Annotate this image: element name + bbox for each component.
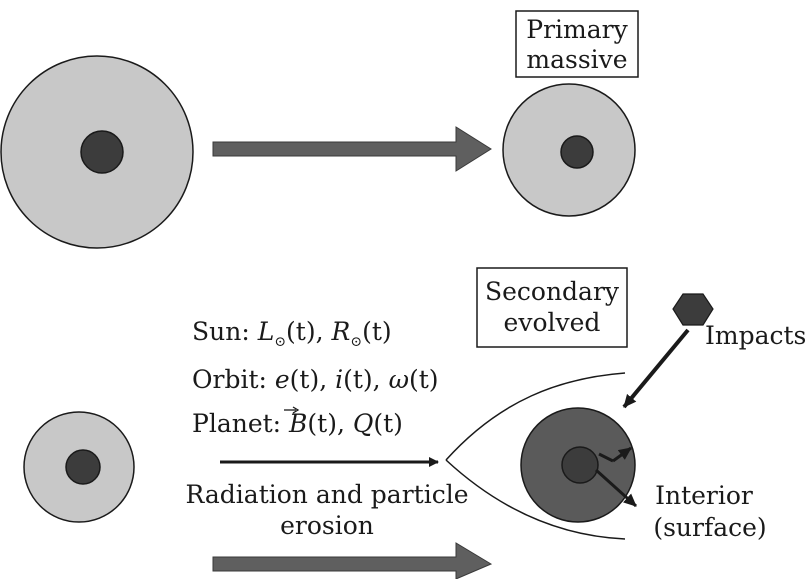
impacts-label: Impacts: [705, 321, 806, 350]
secondary-label-line1: Secondary: [485, 277, 620, 306]
radiation-label-line2: erosion: [280, 511, 374, 540]
top-evolution-arrow: [212, 126, 492, 172]
lower-deflection-curve: [445, 459, 626, 540]
interior-exchange-arrows: [594, 446, 638, 508]
primary-label-line2: massive: [526, 45, 627, 74]
large-planet-core: [80, 130, 124, 174]
impact-arrow: [622, 328, 690, 409]
sun-parameters: Sun: L⊙(t), R⊙(t): [192, 317, 392, 350]
interior-label-line1: Interior: [655, 481, 753, 510]
upper-deflection-curve: [445, 372, 626, 461]
bottom-planet-core: [65, 449, 101, 485]
vector-arrow-icon: [284, 406, 300, 414]
secondary-evolved-label-box: Secondary evolved: [476, 267, 628, 348]
secondary-label-line2: evolved: [504, 308, 601, 337]
evolved-planet-core: [561, 446, 599, 484]
primary-massive-planet-large: [0, 55, 194, 249]
impactor-hexagon-icon: [672, 293, 714, 326]
orbit-parameters: Orbit: e(t), i(t), ω(t): [192, 365, 439, 394]
primary-massive-label-box: Primary massive: [515, 10, 639, 78]
bottom-left-planet: [23, 411, 135, 523]
primary-massive-planet-small: [502, 83, 636, 217]
secondary-evolved-planet: [520, 407, 636, 523]
interior-label-line2: (surface): [653, 513, 766, 542]
radiation-label-line1: Radiation and particle: [186, 480, 469, 509]
forcing-parameters: Sun: L⊙(t), R⊙(t) Orbit: e(t), i(t), ω(t…: [192, 317, 439, 438]
planet-parameters: Planet: B(t), Q(t): [192, 409, 403, 438]
small-primary-core: [560, 135, 594, 169]
bottom-evolution-arrow: [212, 542, 493, 579]
primary-label-line1: Primary: [526, 15, 628, 44]
